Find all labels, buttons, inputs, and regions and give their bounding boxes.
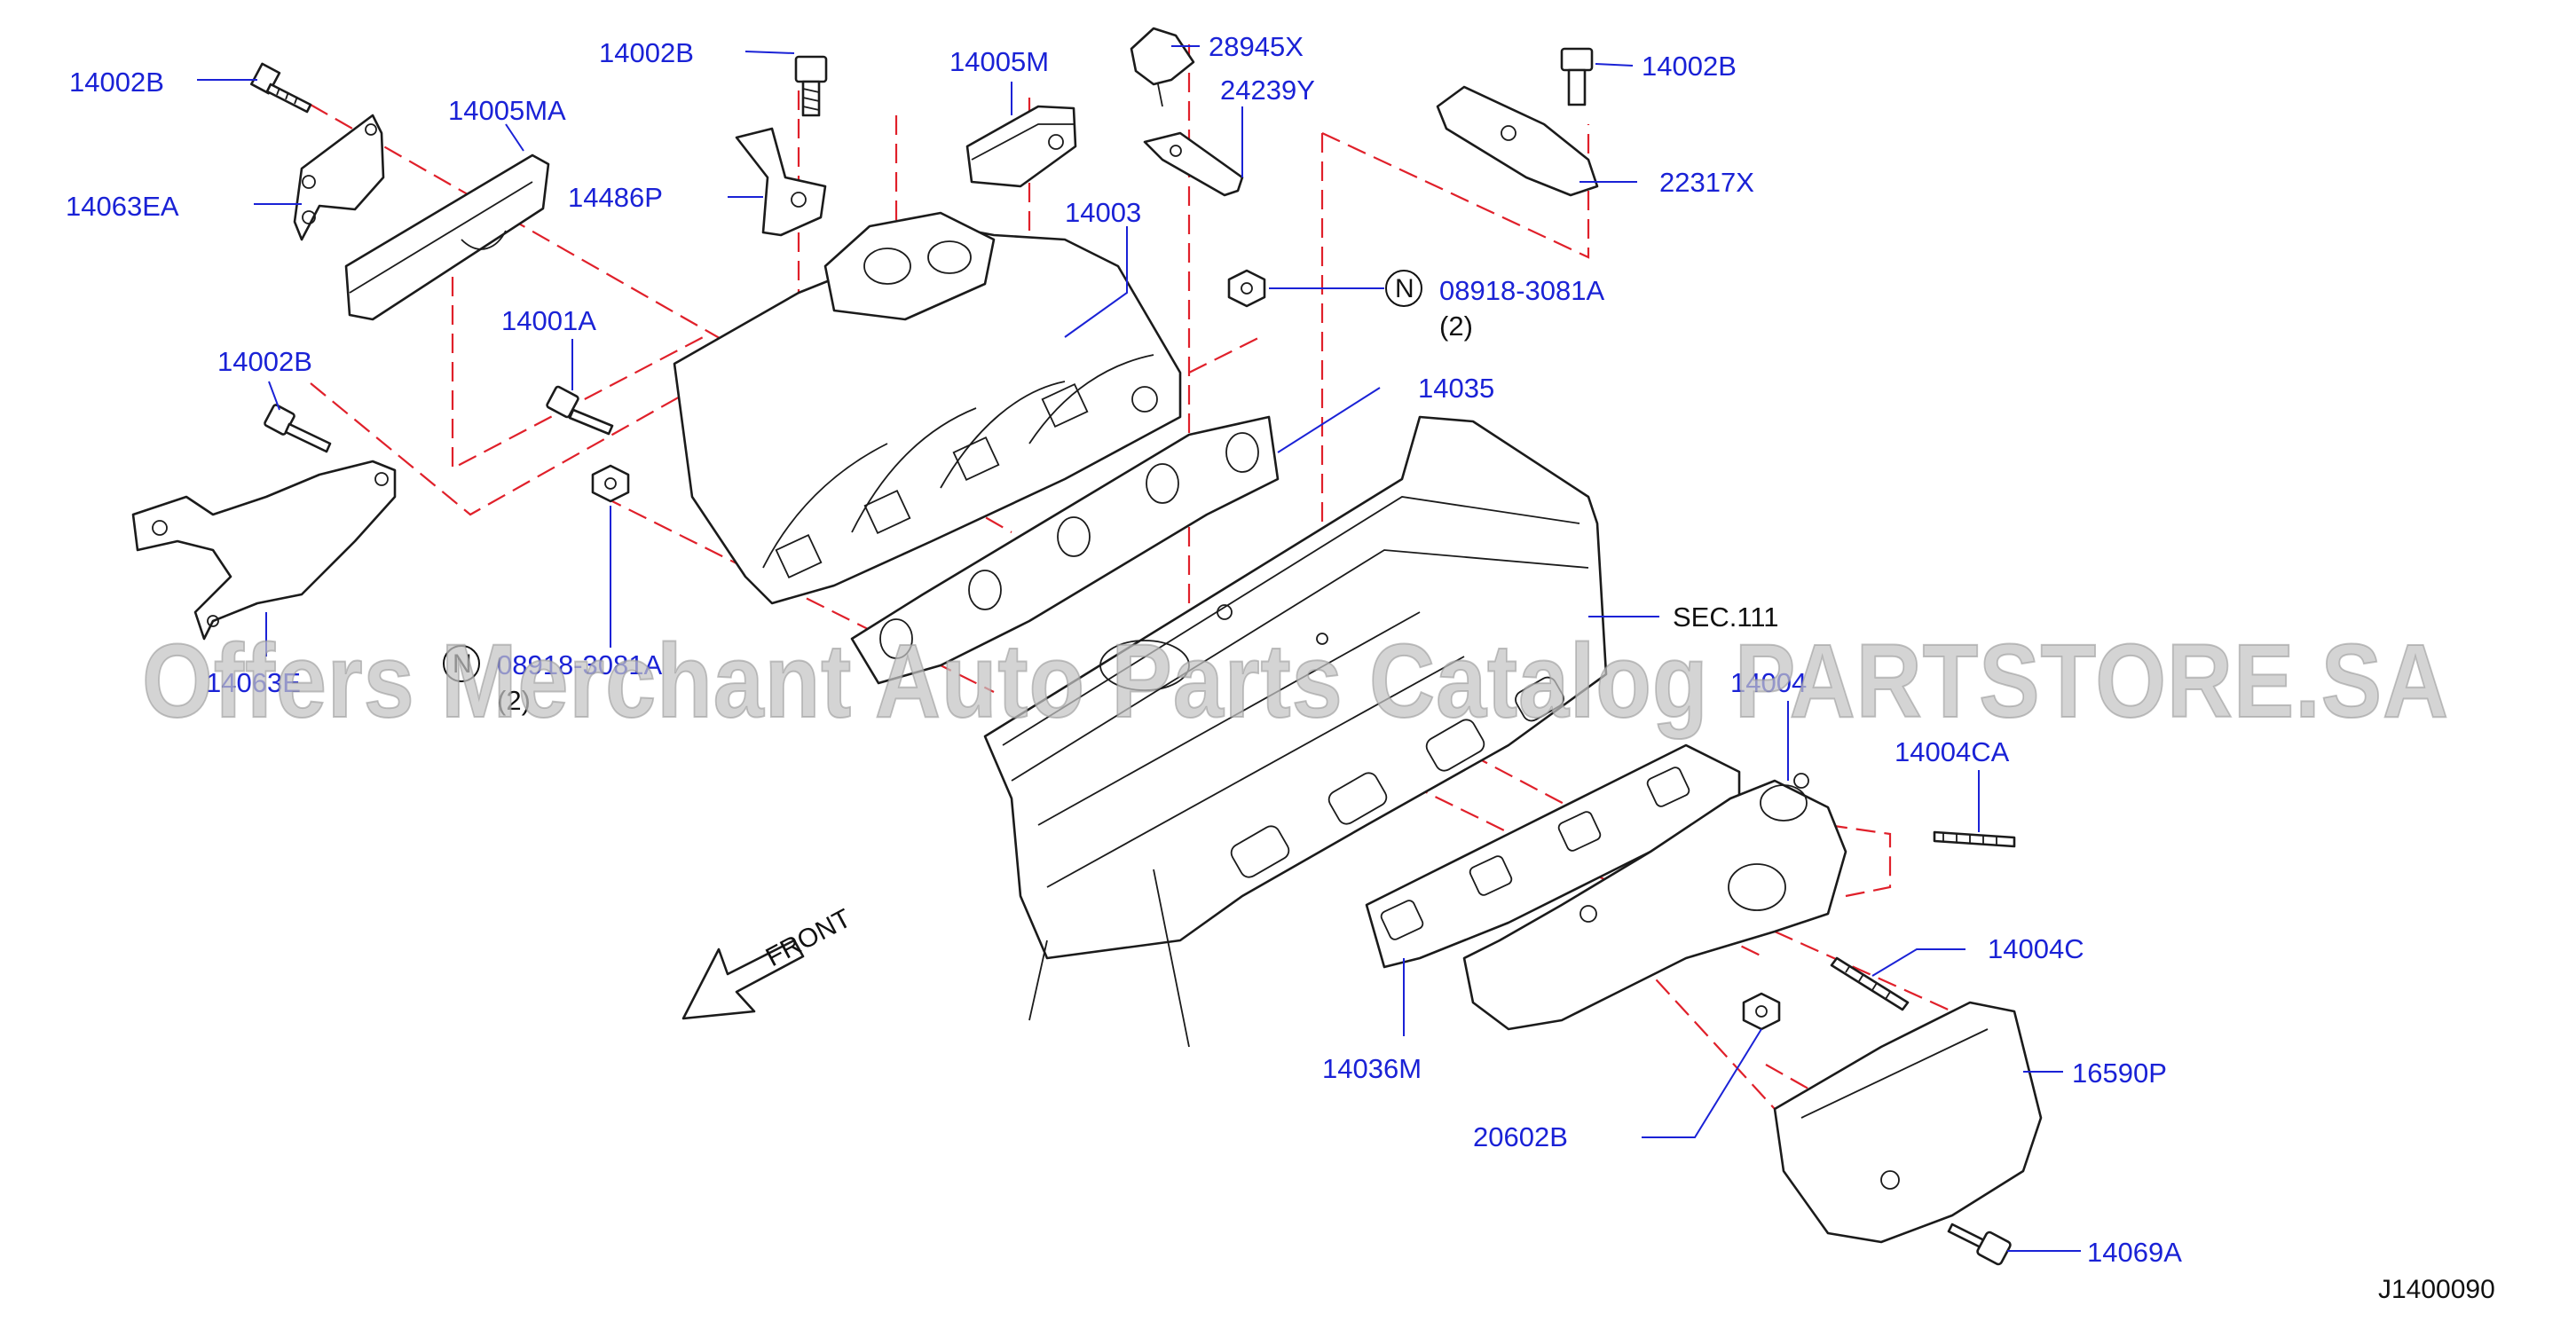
label-sec111[interactable]: SEC.111 (1673, 602, 1778, 633)
label-14005MA[interactable]: 14005MA (448, 95, 566, 126)
bracket-14063E (131, 460, 397, 641)
label-14002B-top-center[interactable]: 14002B (599, 37, 694, 68)
diagram-code: J1400090 (2378, 1275, 2495, 1304)
label-qty-bottom: (2) (497, 685, 531, 716)
bolt-14002B-top-right (1560, 47, 1594, 106)
label-14004CA[interactable]: 14004CA (1895, 736, 2010, 767)
bracket-14005MA (344, 153, 550, 321)
nut-symbol-top-letter: N (1395, 274, 1414, 303)
label-qty-top: (2) (1439, 311, 1473, 342)
nut-08918-top (1227, 269, 1266, 308)
nut-symbol-bottom-letter: N (453, 649, 472, 679)
leader-lines (197, 45, 2081, 1252)
label-14035[interactable]: 14035 (1418, 373, 1494, 404)
label-14005M[interactable]: 14005M (949, 46, 1049, 77)
front-arrow (681, 939, 805, 1020)
nut-20602B (1742, 992, 1781, 1031)
label-14004C[interactable]: 14004C (1988, 933, 2084, 964)
label-22317X[interactable]: 22317X (1659, 167, 1754, 198)
heat-shield-16590P (1773, 1001, 2043, 1244)
cylinder-head-sec111 (983, 415, 1608, 1048)
label-24239Y[interactable]: 24239Y (1220, 75, 1315, 106)
bracket-14063EA (293, 114, 385, 241)
label-16590P[interactable]: 16590P (2072, 1058, 2167, 1089)
nut-symbol-bottom: N (443, 645, 480, 682)
label-08918-3081A-bottom[interactable]: 08918-3081A (497, 649, 662, 680)
label-14001A[interactable]: 14001A (501, 305, 596, 336)
label-20602B[interactable]: 20602B (1473, 1121, 1568, 1152)
part-labels: 14002B 14063EA 14005MA 14002B 14486P 140… (66, 31, 2495, 1304)
label-14069A[interactable]: 14069A (2087, 1237, 2182, 1268)
bolt-14002B-top-center (794, 55, 828, 117)
bolt-14002B-top-left (250, 62, 312, 114)
bolt-14001A (546, 385, 614, 436)
nut-08918-bottom (591, 464, 630, 503)
label-14002B-top-left[interactable]: 14002B (69, 67, 164, 98)
intake-manifold-14003 (673, 211, 1182, 605)
label-14036M[interactable]: 14036M (1322, 1053, 1422, 1084)
label-14486P[interactable]: 14486P (568, 182, 663, 213)
stud-14004CA (1933, 830, 2016, 848)
nut-symbol-top: N (1385, 270, 1422, 307)
clip-28945X (1130, 27, 1195, 107)
watermark-text: Offers Merchant Auto Parts Catalog PARTS… (142, 623, 2449, 740)
bracket-14005M (965, 105, 1077, 188)
gasket-14035 (850, 415, 1280, 685)
label-14002B-mid-left[interactable]: 14002B (217, 346, 312, 377)
label-14002B-top-right[interactable]: 14002B (1642, 51, 1737, 82)
label-14063E[interactable]: 14063E (206, 667, 301, 698)
label-08918-3081A-top[interactable]: 08918-3081A (1439, 275, 1604, 306)
bolt-14002B-mid-left (264, 404, 332, 453)
label-14004[interactable]: 14004 (1730, 667, 1807, 698)
bolt-14069A (1947, 1223, 2012, 1266)
label-28945X[interactable]: 28945X (1209, 31, 1304, 62)
bracket-14486P (735, 127, 827, 237)
bracket-24239Y (1143, 131, 1244, 197)
bracket-22317X (1436, 85, 1599, 197)
label-14063EA[interactable]: 14063EA (66, 191, 179, 222)
label-14003[interactable]: 14003 (1065, 197, 1141, 228)
exhaust-manifold-14004 (1462, 773, 1847, 1031)
front-label: FRONT (761, 904, 856, 973)
stud-14004C (1830, 956, 1910, 1011)
